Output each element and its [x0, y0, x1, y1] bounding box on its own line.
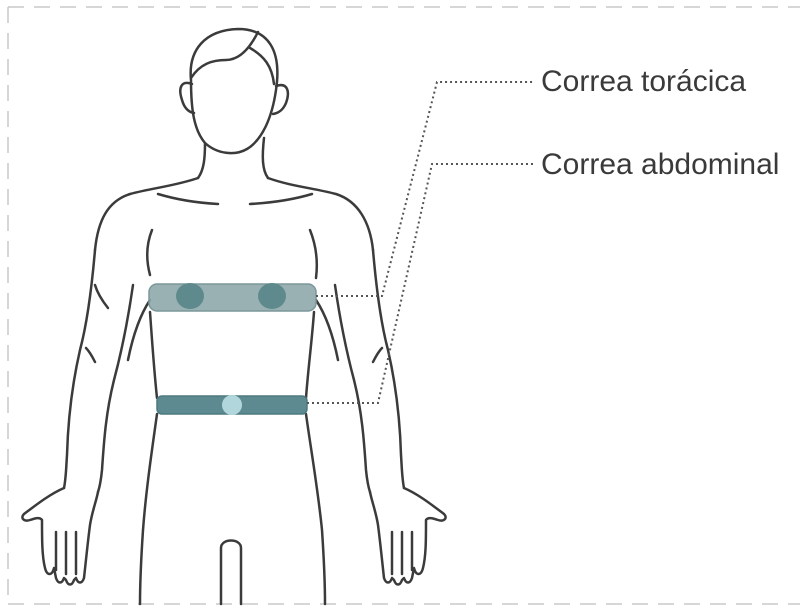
abdominal-sensor	[222, 395, 242, 415]
hair-line-right	[250, 48, 274, 84]
inner-legs	[221, 541, 241, 605]
chest-sensor-left	[176, 283, 204, 309]
left-arm-inner	[98, 285, 133, 492]
right-hand	[370, 488, 446, 585]
chest-sensor-right	[258, 283, 286, 309]
neck-left	[198, 143, 205, 178]
right-arm-outer	[373, 250, 404, 488]
chest-strap	[149, 283, 316, 311]
left-leg-outer	[140, 414, 157, 604]
right-elbow	[373, 348, 382, 362]
abdominal-strap-label: Correa abdominal	[541, 150, 779, 180]
left-hand	[22, 488, 98, 585]
left-shoulder	[95, 178, 198, 250]
left-elbow	[86, 348, 95, 362]
hair-line	[191, 32, 258, 78]
torso-left-lat	[128, 300, 150, 360]
right-shoulder	[268, 178, 373, 250]
left-deltoid	[95, 285, 108, 308]
collarbone-left	[158, 194, 218, 204]
torso-left-side	[150, 312, 157, 398]
right-fingers	[392, 532, 412, 574]
left-arm-outer	[64, 250, 95, 488]
abdominal-strap	[157, 395, 307, 415]
torso-left-chest	[147, 230, 152, 275]
right-leg-outer	[306, 414, 325, 604]
right-arm-inner	[335, 285, 370, 492]
torso-right-side	[306, 312, 314, 398]
abdominal-leader-line	[307, 164, 535, 403]
leader-lines	[307, 82, 535, 403]
left-fingers	[56, 532, 76, 574]
head-outline	[191, 29, 278, 153]
body-outline-figure	[22, 29, 445, 604]
torso-right-lat	[316, 300, 338, 360]
chest-strap-label: Correa torácica	[541, 67, 746, 97]
neck-right	[263, 138, 268, 178]
torso-right-chest	[310, 230, 317, 278]
collarbone-right	[250, 194, 312, 204]
